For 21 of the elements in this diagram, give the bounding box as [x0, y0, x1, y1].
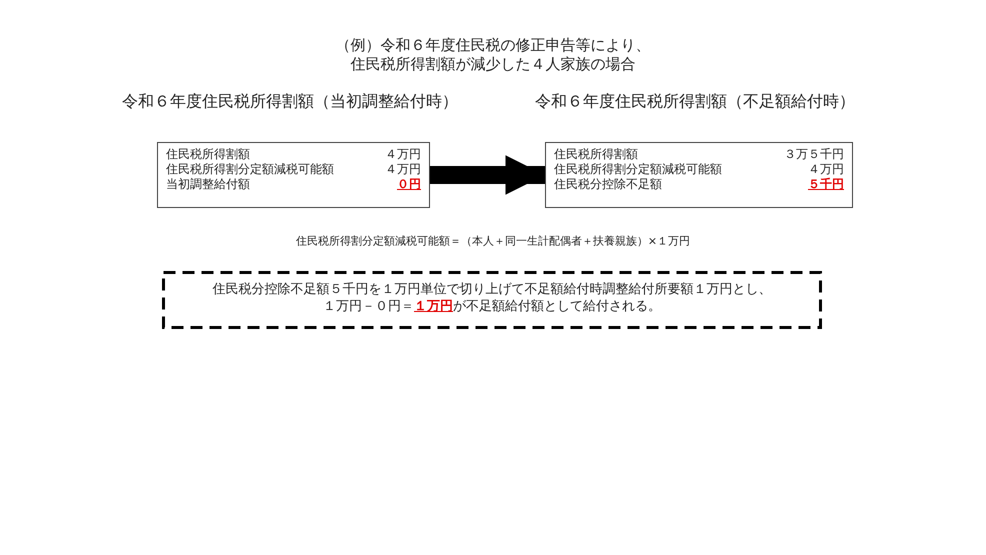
- formula-note: 住民税所得割分定額減税可能額＝（本人＋同一生計配偶者＋扶養親族）×１万円: [296, 234, 690, 248]
- amount-value: ４万円: [385, 147, 421, 162]
- amount-box: [545, 142, 853, 208]
- amount-value: ４万円: [808, 162, 844, 177]
- item-label: 住民税所得割額: [166, 147, 251, 162]
- item-label: 住民税所得割額: [554, 147, 639, 162]
- amount-value: ５千円: [808, 177, 844, 192]
- item-label: 当初調整給付額: [166, 177, 251, 192]
- amount-box: [157, 142, 430, 208]
- arrow: [430, 155, 545, 195]
- item-label: 住民税所得割分定額減税可能額: [166, 162, 335, 177]
- note-box: [162, 271, 822, 329]
- section-heading: 令和６年度住民税所得割額（不足額給付時）: [535, 92, 855, 112]
- title: （例）令和６年度住民税の修正申告等により、住民税所得割額が減少した４人家族の場合: [334, 36, 652, 74]
- amount-value: ４万円: [385, 162, 421, 177]
- amount-value: ３万５千円: [784, 147, 844, 162]
- note-text: 住民税分控除不足額５千円を１万円単位で切り上げて不足額給付時調整給付所要額１万円とし、１万円－０円＝１万円が不足額給付額として給付される。: [212, 281, 772, 316]
- section-heading: 令和６年度住民税所得割額（当初調整給付時）: [122, 92, 458, 112]
- item-label: 住民税分控除不足額: [554, 177, 663, 192]
- item-label: 住民税所得割分定額減税可能額: [554, 162, 723, 177]
- amount-value: ０円: [397, 177, 421, 192]
